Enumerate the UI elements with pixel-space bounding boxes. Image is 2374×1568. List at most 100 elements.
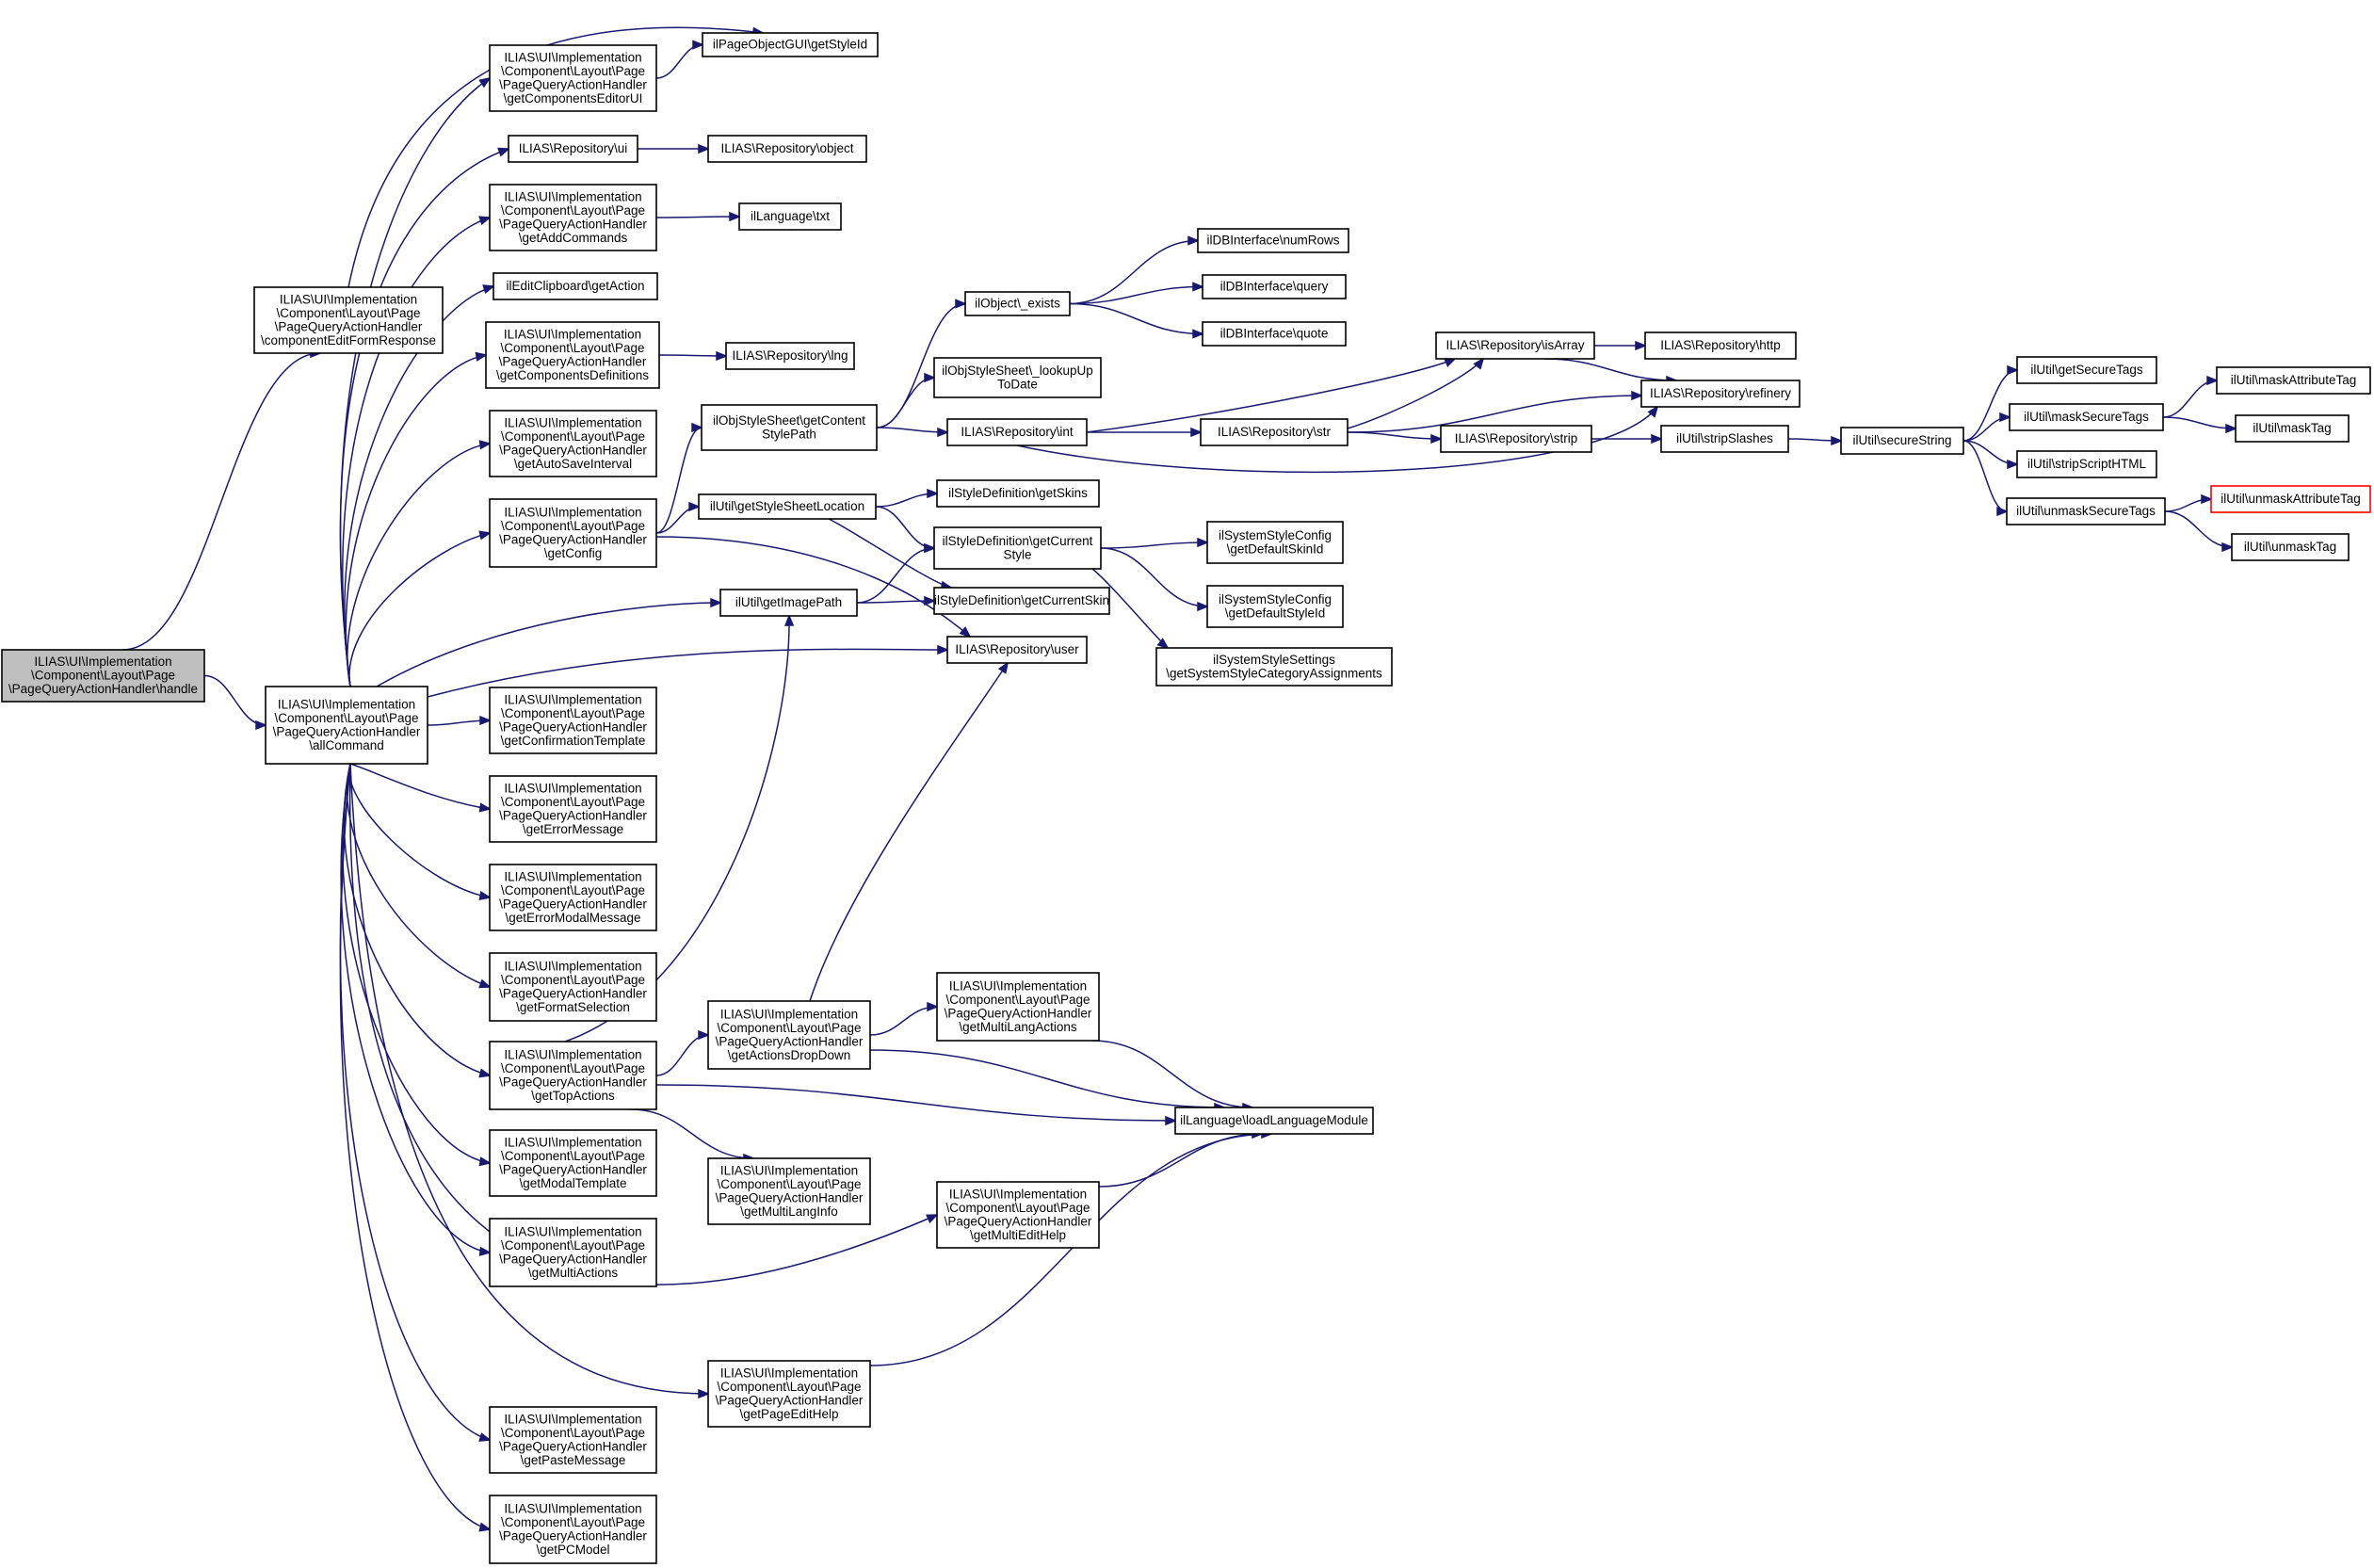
node-repoUser[interactable]: ILIAS\Repository\user	[946, 636, 1088, 664]
node-label-line: ILIAS\UI\Implementation	[504, 1412, 641, 1426]
node-label-line: \PageQueryActionHandler	[716, 1034, 864, 1048]
node-maskSecureTags[interactable]: ilUtil\maskSecureTags	[2009, 403, 2164, 431]
node-getMultiEditHelp[interactable]: ILIAS\UI\Implementation\Component\Layout…	[936, 1181, 1100, 1249]
node-getConfig[interactable]: ILIAS\UI\Implementation\Component\Layout…	[489, 498, 657, 568]
node-stripScriptHTML[interactable]: ilUtil\stripScriptHTML	[2016, 450, 2157, 478]
node-langTxt[interactable]: ilLanguage\txt	[738, 202, 842, 231]
node-unmaskSecureTags[interactable]: ilUtil\unmaskSecureTags	[2006, 497, 2166, 525]
node-label-line: \getSystemStyleCategoryAssignments	[1166, 666, 1382, 680]
node-getAutoSaveInterval[interactable]: ILIAS\UI\Implementation\Component\Layout…	[489, 410, 657, 477]
node-label-line: \getComponentsEditorUI	[504, 91, 643, 105]
node-repoStr[interactable]: ILIAS\Repository\str	[1200, 418, 1348, 446]
node-allCommand[interactable]: ILIAS\UI\Implementation\Component\Layout…	[265, 686, 428, 765]
node-repoObject[interactable]: ILIAS\Repository\object	[707, 135, 867, 163]
node-label-line: \Component\Layout\Page	[717, 1021, 861, 1035]
node-repoHttp[interactable]: ILIAS\Repository\http	[1644, 331, 1797, 360]
node-repoRefinery[interactable]: ILIAS\Repository\refinery	[1640, 380, 1801, 408]
node-repoLng[interactable]: ILIAS\Repository\lng	[725, 342, 855, 370]
node-label-line: \PageQueryActionHandler	[499, 1075, 647, 1089]
edge-getMultiLangActions-to-loadLanguageModule	[1091, 1040, 1255, 1113]
node-box	[707, 135, 867, 163]
node-getConfirmationTemplate[interactable]: ILIAS\UI\Implementation\Component\Layout…	[489, 687, 657, 754]
node-getModalTemplate[interactable]: ILIAS\UI\Implementation\Component\Layout…	[489, 1129, 657, 1197]
node-secureString[interactable]: ilUtil\secureString	[1840, 427, 1964, 455]
node-getSystemStyleCategoryAssignments[interactable]: ilSystemStyleSettings\getSystemStyleCate…	[1155, 647, 1393, 687]
node-box	[2006, 497, 2166, 525]
node-numRows[interactable]: ilDBInterface\numRows	[1197, 228, 1349, 253]
node-handle[interactable]: ILIAS\UI\Implementation\Component\Layout…	[1, 649, 205, 703]
node-getActionsDropDown[interactable]: ILIAS\UI\Implementation\Component\Layout…	[707, 1000, 871, 1070]
node-label-line: ILIAS\UI\Implementation	[278, 697, 415, 711]
node-getFormatSelection[interactable]: ILIAS\UI\Implementation\Component\Layout…	[489, 952, 657, 1022]
node-box	[2216, 366, 2371, 395]
node-label-line: \getPageEditHelp	[739, 1407, 838, 1421]
node-getMultiLangInfo[interactable]: ILIAS\UI\Implementation\Component\Layout…	[707, 1157, 871, 1225]
node-box	[2009, 403, 2164, 431]
node-getAddCommands[interactable]: ILIAS\UI\Implementation\Component\Layout…	[489, 184, 657, 251]
node-getComponentsDefinitions[interactable]: ILIAS\UI\Implementation\Component\Layout…	[485, 321, 660, 389]
node-maskTag[interactable]: ilUtil\maskTag	[2235, 414, 2350, 443]
node-repoUi[interactable]: ILIAS\Repository\ui	[508, 135, 638, 163]
node-getStyleId[interactable]: ilPageObjectGUI\getStyleId	[702, 32, 879, 57]
node-getPasteMessage[interactable]: ILIAS\UI\Implementation\Component\Layout…	[489, 1406, 657, 1474]
node-getMultiLangActions[interactable]: ILIAS\UI\Implementation\Component\Layout…	[936, 972, 1100, 1042]
node-getPCModel[interactable]: ILIAS\UI\Implementation\Component\Layout…	[489, 1495, 657, 1564]
node-getImagePath[interactable]: ilUtil\getImagePath	[719, 589, 858, 617]
node-dbQuery[interactable]: ilDBInterface\query	[1202, 274, 1347, 299]
node-label-line: StylePath	[762, 427, 816, 441]
node-unmaskAttributeTag[interactable]: ilUtil\unmaskAttributeTag	[2210, 485, 2371, 513]
edge-allCommand-to-getModalTemplate	[342, 763, 492, 1167]
node-getStyleSheetLocation[interactable]: ilUtil\getStyleSheetLocation	[698, 493, 877, 520]
node-label-line: ilUtil\unmaskTag	[2244, 540, 2336, 554]
node-maskAttributeTag[interactable]: ilUtil\maskAttributeTag	[2216, 366, 2371, 395]
edge-secureString-to-unmaskSecureTags	[1962, 440, 2010, 517]
node-repoIsArray[interactable]: ILIAS\Repository\isArray	[1435, 331, 1595, 360]
node-getErrorMessage[interactable]: ILIAS\UI\Implementation\Component\Layout…	[489, 775, 657, 843]
node-clipGetAction[interactable]: ilEditClipboard\getAction	[493, 272, 658, 300]
node-box	[936, 972, 1100, 1042]
node-label-line: \getDefaultStyleId	[1225, 606, 1326, 620]
node-getPageEditHelp[interactable]: ILIAS\UI\Implementation\Component\Layout…	[707, 1360, 871, 1428]
edge-allCommand-to-getPCModel	[339, 763, 492, 1532]
edge-arrowhead	[924, 542, 937, 554]
edge-stripSlashes-to-secureString	[1787, 435, 1844, 446]
node-getDefaultSkinId[interactable]: ilSystemStyleConfig\getDefaultSkinId	[1206, 521, 1344, 564]
node-getMultiActions[interactable]: ILIAS\UI\Implementation\Component\Layout…	[489, 1218, 657, 1287]
node-getErrorModalMessage[interactable]: ILIAS\UI\Implementation\Component\Layout…	[489, 864, 657, 931]
node-repoInt[interactable]: ILIAS\Repository\int	[946, 418, 1088, 446]
node-objExists[interactable]: ilObject\_exists	[964, 291, 1071, 316]
node-getSkins[interactable]: ilStyleDefinition\getSkins	[936, 479, 1100, 508]
node-getSecureTags[interactable]: ilUtil\getSecureTags	[2016, 356, 2157, 384]
node-getComponentsEditorUI[interactable]: ILIAS\UI\Implementation\Component\Layout…	[489, 44, 657, 112]
edge-repoStrip-to-stripSlashes	[1591, 433, 1664, 445]
node-box	[933, 587, 1110, 615]
edge-maskSecureTags-to-maskAttributeTag	[2162, 375, 2220, 418]
edge-arrowhead	[2201, 493, 2214, 505]
node-getDefaultStyleId[interactable]: ilSystemStyleConfig\getDefaultStyleId	[1206, 585, 1344, 628]
edge-line	[1347, 358, 1484, 429]
edge-arrowhead	[1631, 390, 1644, 401]
node-repoStrip[interactable]: ILIAS\Repository\strip	[1440, 425, 1592, 453]
node-label-line: ilUtil\getStyleSheetLocation	[710, 499, 864, 513]
edge-line	[1100, 547, 1208, 607]
node-loadLanguageModule[interactable]: ilLanguage\loadLanguageModule	[1174, 1107, 1374, 1135]
node-label-line: \getTopActions	[531, 1089, 615, 1103]
edge-arrowhead	[698, 1388, 711, 1399]
edge-getActionsDropDown-to-repoUser	[809, 661, 1009, 1002]
node-box	[493, 272, 658, 300]
edge-line	[1069, 302, 1203, 335]
node-componentEditFormResponse[interactable]: ILIAS\UI\Implementation\Component\Layout…	[253, 286, 444, 354]
node-getCurrentSkin[interactable]: ilStyleDefinition\getCurrentSkin	[933, 587, 1110, 615]
node-unmaskTag[interactable]: ilUtil\unmaskTag	[2231, 533, 2350, 561]
node-label-line: \Component\Layout\Page	[717, 1177, 861, 1191]
node-box	[1440, 425, 1592, 453]
node-getTopActions[interactable]: ILIAS\UI\Implementation\Component\Layout…	[489, 1041, 657, 1110]
node-stripSlashes[interactable]: ilUtil\stripSlashes	[1660, 425, 1789, 453]
node-dbQuote[interactable]: ilDBInterface\quote	[1202, 321, 1347, 347]
edge-line	[121, 352, 321, 651]
edge-line	[875, 506, 935, 549]
node-box	[701, 404, 878, 451]
